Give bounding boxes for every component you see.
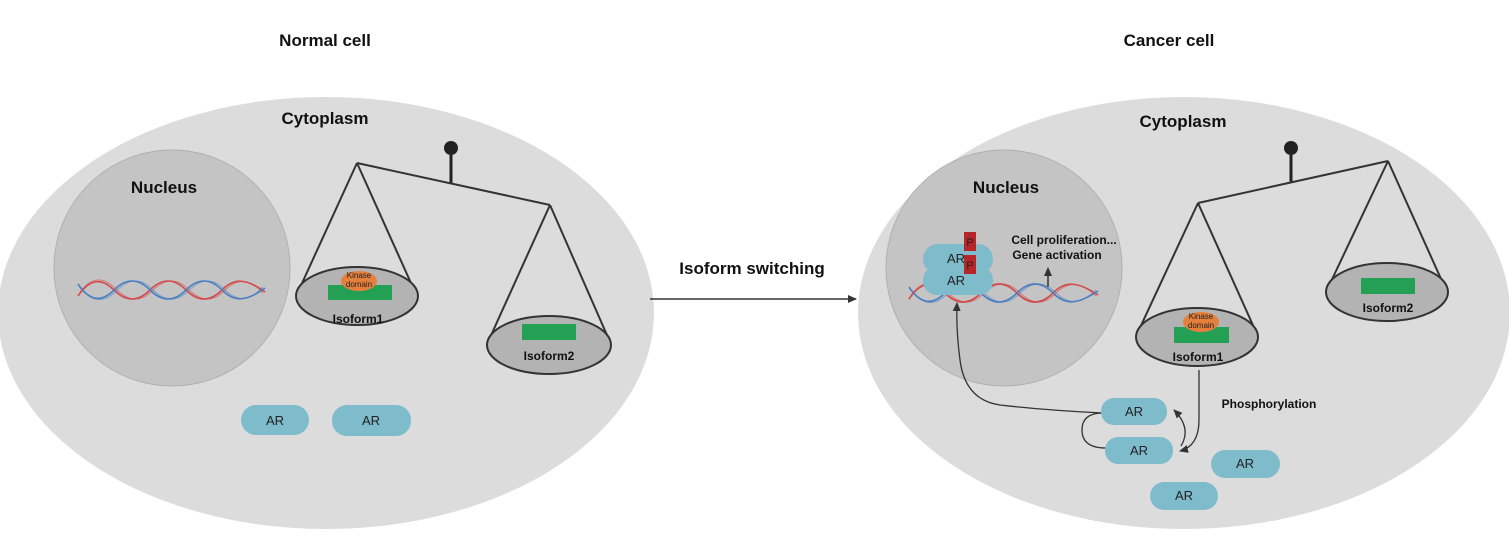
phosphorylation-label: Phosphorylation (1222, 397, 1317, 411)
cancer-ar-label-1: AR (1125, 404, 1143, 419)
isoform-switching-label: Isoform switching (679, 259, 824, 278)
normal-scale-beam (356, 162, 551, 206)
cancer-ar-label-2: AR (1130, 443, 1148, 458)
cancer-ar-label-3: AR (1236, 456, 1254, 471)
phosphorylation-arrow (1179, 370, 1200, 453)
phospho-tag-label-1: P (966, 237, 973, 249)
cancer-nucleus (885, 149, 1123, 387)
normal-cell-title: Normal cell (279, 31, 371, 50)
phospho-tag-2 (964, 255, 976, 274)
cancer-scale-knob (1284, 141, 1298, 155)
cancer-cell: Cancer cell Cytoplasm Nucleus AR AR P P … (858, 31, 1509, 529)
normal-nucleus-label: Nucleus (131, 178, 197, 197)
cancer-cytoplasm-label: Cytoplasm (1140, 112, 1227, 131)
cancer-ar-protein-2 (1105, 437, 1173, 464)
cancer-ar-protein-4 (1150, 482, 1218, 510)
nuclear-ar-dimer: AR AR P P (923, 232, 993, 295)
normal-balance-scale: Kinase domain Isoform1 Isoform2 (295, 141, 612, 375)
normal-pan-isoform2 (486, 315, 612, 375)
gene-activation-annotation: Cell proliferation... Gene activation (1011, 233, 1117, 287)
cancer-ar-protein-1 (1101, 398, 1167, 425)
cancer-isoform1-bar (1174, 327, 1229, 343)
effect-line-1: Cell proliferation... (1011, 233, 1116, 247)
effect-line-2: Gene activation (1012, 248, 1101, 262)
normal-kinase-label-2: domain (346, 280, 372, 289)
normal-isoform1-bar (328, 285, 392, 300)
cancer-ar-protein-3 (1211, 450, 1280, 478)
cancer-kinase-label-1: Kinase (1189, 312, 1214, 321)
cancer-kinase-domain (1183, 312, 1219, 332)
normal-isoform2-label: Isoform2 (524, 349, 575, 363)
normal-ar-label-2: AR (362, 413, 380, 428)
isoform-switching-arrow: Isoform switching (650, 259, 857, 303)
phospho-tag-label-2: P (966, 260, 973, 272)
normal-kinase-label-1: Kinase (347, 271, 372, 280)
cancer-ar-label-4: AR (1175, 488, 1193, 503)
phospho-tag-1 (964, 232, 976, 251)
normal-ar-protein-2 (332, 405, 411, 436)
normal-isoform2-bar (522, 324, 576, 340)
normal-isoform1-label: Isoform1 (333, 312, 384, 326)
normal-kinase-domain (341, 271, 377, 291)
normal-ar-label-1: AR (266, 413, 284, 428)
cancer-nucleus-label: Nucleus (973, 178, 1039, 197)
cancer-scale-beam (1197, 160, 1389, 204)
normal-dna-helix (77, 279, 266, 300)
normal-cell: Normal cell Cytoplasm Nucleus Kinase dom… (0, 31, 654, 529)
normal-ar-protein-1 (241, 405, 309, 435)
cancer-isoform1-label: Isoform1 (1173, 350, 1224, 364)
cancer-ar-proteins: AR AR AR AR (1101, 398, 1280, 510)
phosphorylation-pathway: Phosphorylation (952, 302, 1317, 453)
nuclear-ar-label-1: AR (947, 251, 965, 266)
nuclear-ar-label-2: AR (947, 273, 965, 288)
normal-nucleus (53, 149, 291, 387)
nuclear-translocation-arrow (952, 302, 1104, 414)
cancer-cell-title: Cancer cell (1124, 31, 1215, 50)
normal-cytoplasm-label: Cytoplasm (282, 109, 369, 128)
cancer-balance-scale: Isoform2 Kinase domain Isoform1 (1135, 141, 1449, 367)
normal-scale-knob (444, 141, 458, 155)
cancer-isoform2-bar (1361, 278, 1415, 294)
normal-ar-proteins: AR AR (241, 405, 411, 436)
phosphorylation-cycle-arrow (1173, 409, 1186, 447)
cancer-isoform2-label: Isoform2 (1363, 301, 1414, 315)
ar-bracket (1081, 412, 1107, 449)
cancer-kinase-label-2: domain (1188, 321, 1214, 330)
